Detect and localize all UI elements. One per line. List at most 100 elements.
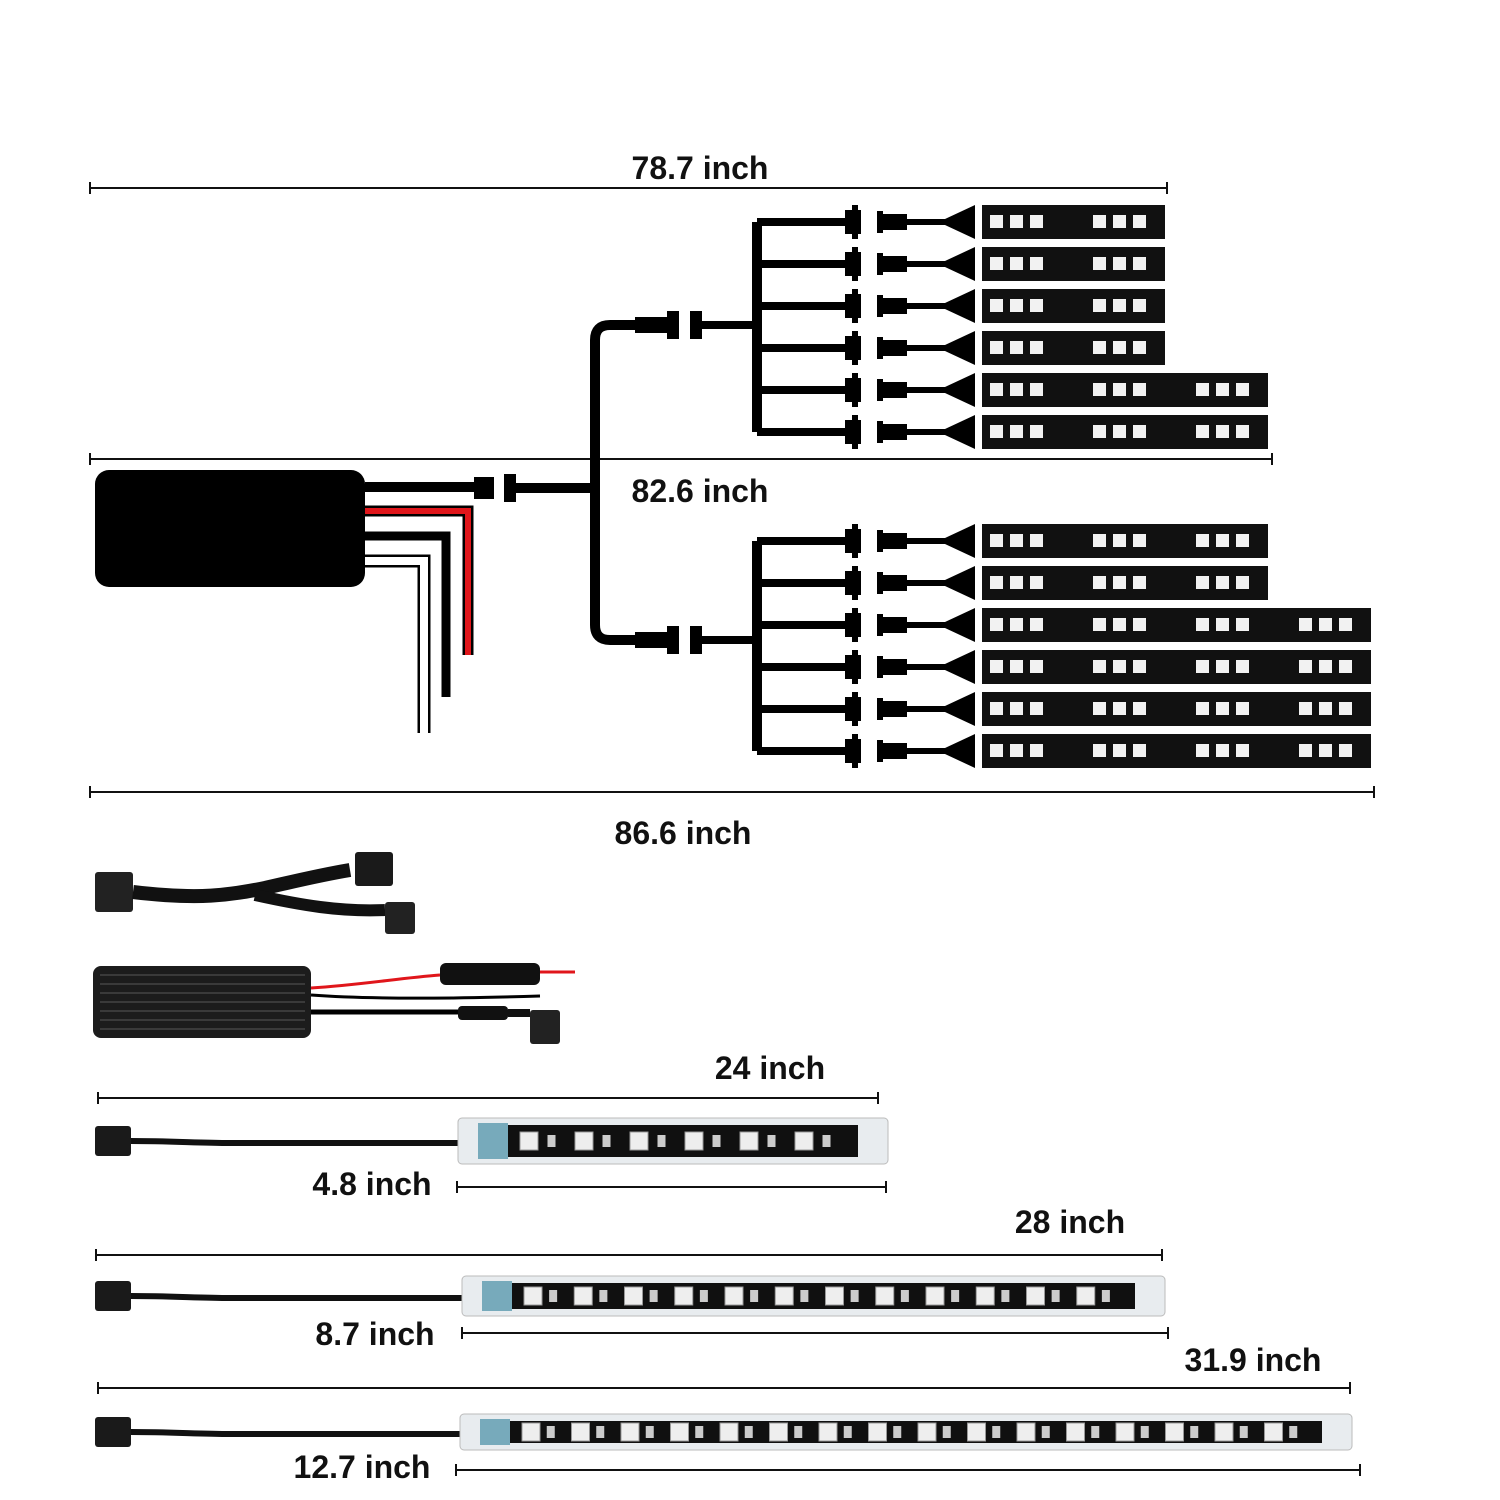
white-wire-outline [365, 554, 431, 733]
strip-connector-plug [95, 1417, 131, 1447]
resistor [547, 1135, 556, 1147]
strip-24-length-label: 24 inch [714, 1050, 826, 1086]
led-chip [1196, 383, 1209, 396]
led-chip [1196, 702, 1209, 715]
top-strip-bank [752, 205, 1268, 449]
connector-male [883, 617, 907, 633]
led-chip [990, 341, 1003, 354]
connector-flange [877, 614, 883, 636]
rgb-led-chip [875, 1286, 895, 1306]
led-chip [1010, 299, 1023, 312]
led-chip [1319, 618, 1332, 631]
led-chip [1319, 660, 1332, 673]
led-chip [1196, 425, 1209, 438]
rgb-led-chip [975, 1286, 995, 1306]
splitter-cable [253, 889, 386, 917]
dimension-strip-24 [97, 1092, 879, 1104]
rgb-led-chip [925, 1286, 945, 1306]
connector-male [883, 214, 907, 230]
connector-flange [877, 211, 883, 233]
led-chip [1093, 618, 1106, 631]
led-chip [1113, 576, 1126, 589]
led-chip [1299, 744, 1312, 757]
led-chip [1113, 341, 1126, 354]
led-chip [1216, 383, 1229, 396]
controller-wires [365, 474, 595, 733]
connector-flange [667, 311, 679, 339]
connector-flange [852, 524, 858, 558]
strip-lead-taper [907, 734, 975, 768]
led-chip [1196, 618, 1209, 631]
resistor [1190, 1426, 1199, 1438]
splitter-connector [635, 626, 757, 654]
dimension-middle [89, 453, 1273, 465]
strip-lead-taper [907, 650, 975, 684]
rgb-led-chip [629, 1131, 649, 1151]
resistor [1041, 1426, 1050, 1438]
led-chip [1236, 618, 1249, 631]
resistor [794, 1426, 803, 1438]
led-chip [1299, 702, 1312, 715]
led-chip [1216, 534, 1229, 547]
led-chip [1236, 425, 1249, 438]
connector-flange [667, 626, 679, 654]
red-wire [365, 508, 471, 655]
led-chip [1339, 702, 1352, 715]
led-chip [1010, 576, 1023, 589]
led-chip [990, 660, 1003, 673]
led-chip [1010, 341, 1023, 354]
splitter-connector [635, 311, 757, 339]
resistor [699, 1290, 708, 1302]
led-chip [1093, 744, 1106, 757]
led-chip [1010, 534, 1023, 547]
dimension-strip-31-9-lead [455, 1464, 1361, 1476]
led-chip [1030, 341, 1043, 354]
led-chip [1133, 425, 1146, 438]
resistor [744, 1426, 753, 1438]
led-chip [1010, 425, 1023, 438]
led-chip [1299, 660, 1312, 673]
dimension-label-top: 78.7 inch [631, 150, 769, 186]
dimension-top [89, 182, 1168, 194]
strip-row [757, 289, 1165, 323]
led-chip [1030, 383, 1043, 396]
resistor [599, 1290, 608, 1302]
inline-fuse-holder [440, 963, 540, 985]
led-chip [1133, 257, 1146, 270]
splitter-trunk [590, 320, 635, 645]
rgb-led-chip [1115, 1422, 1135, 1442]
white-wire [365, 557, 428, 733]
strip-lead-taper [907, 289, 975, 323]
resistor [657, 1135, 666, 1147]
led-chip [1236, 744, 1249, 757]
dimension-bottom [89, 786, 1375, 798]
led-chip [1093, 257, 1106, 270]
resistor [712, 1135, 721, 1147]
connector-flange [877, 337, 883, 359]
led-chip [1216, 660, 1229, 673]
connector-flange [877, 740, 883, 762]
led-chip [1030, 744, 1043, 757]
strip-row [757, 650, 1371, 684]
strip-28-lead-label: 8.7 inch [315, 1316, 435, 1352]
led-chip [1236, 383, 1249, 396]
resistor [695, 1426, 704, 1438]
led-chip [1236, 702, 1249, 715]
led-chip [1319, 702, 1332, 715]
led-chip [1113, 534, 1126, 547]
led-chip [1133, 744, 1146, 757]
led-chip [1196, 534, 1209, 547]
strip-lead-taper [907, 415, 975, 449]
led-chip [1010, 215, 1023, 228]
led-chip [1030, 618, 1043, 631]
dimension-label-middle: 82.6 inch [631, 473, 769, 509]
led-chip [1339, 618, 1352, 631]
strip-connector-plug [95, 1281, 131, 1311]
connector-male [883, 256, 907, 272]
led-chip [1133, 534, 1146, 547]
resistor [951, 1290, 960, 1302]
rgb-led-chip [574, 1131, 594, 1151]
ground-wire [310, 993, 541, 1000]
